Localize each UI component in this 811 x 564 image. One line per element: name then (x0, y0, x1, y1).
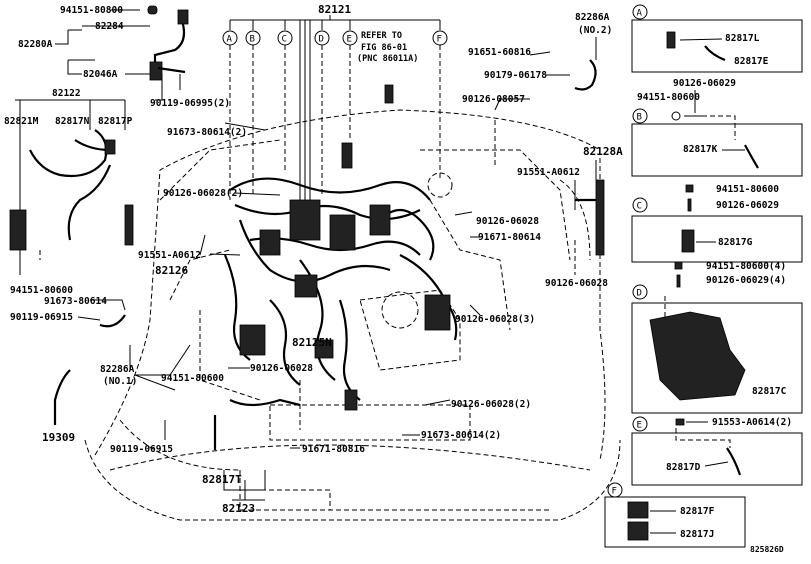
inset-E-letter: E (637, 421, 642, 431)
label-82128A: 82128A (583, 145, 623, 158)
inset-B-p1: 82817K (683, 144, 718, 155)
label-94151-80800: 94151-80800 (60, 5, 123, 16)
left-side-parts (9, 9, 301, 450)
inset-E-top1: 91553-A0614(2) (712, 417, 792, 428)
label-91673-80614-2a: 91673-80614(2) (167, 127, 247, 138)
inset-D-p1: 82817C (752, 386, 787, 397)
inset-C-top2: 90126-06029 (716, 200, 779, 211)
label-90126-06028-2a: 90126-06028(2) (163, 188, 243, 199)
label-82821M: 82821M (4, 116, 39, 127)
engine-bay-outline (84, 109, 621, 521)
callout-circles-main: A B C D E F (222, 30, 448, 46)
callout-B: B (250, 35, 255, 45)
inset-F-letter: F (612, 487, 617, 497)
refer-line-3: (PNC 86011A) (357, 54, 418, 64)
inset-E-p1: 82817D (666, 462, 701, 473)
refer-line-1: REFER TO (361, 31, 402, 41)
label-82817P: 82817P (98, 116, 133, 127)
label-90126-06028-2b: 90126-06028(2) (451, 399, 531, 410)
label-94151-80600-l: 94151-80600 (10, 285, 73, 296)
label-91551-A0612-r: 91551-A0612 (517, 167, 580, 178)
label-91673-80614-l: 91673-80614 (44, 296, 107, 307)
label-91671-80816: 91671-80816 (302, 444, 365, 455)
label-82286A-no2: 82286A (575, 12, 610, 23)
label-82817N: 82817N (55, 116, 90, 127)
main-wire-harness (223, 84, 458, 411)
label-82286A-no1: 82286A (100, 364, 135, 375)
callout-A: A (227, 35, 233, 45)
inset-D-box (631, 302, 803, 414)
callout-D: D (319, 35, 324, 45)
callout-C: C (282, 35, 287, 45)
inset-E-box (631, 432, 803, 486)
callout-F: F (437, 35, 442, 45)
label-82817T: 82817T (202, 473, 242, 486)
inset-C-box (631, 215, 803, 263)
right-labels: 82286A (NO.2) 91651-60816 90179-06178 90… (421, 12, 623, 441)
callout-E: E (347, 35, 352, 45)
leader-lines (15, 9, 597, 501)
label-90126-06028-c: 90126-06028 (250, 363, 313, 374)
inset-D-top1: 94151-80600(4) (706, 261, 786, 272)
diagram-id: 825826D (750, 545, 784, 554)
label-19309: 19309 (42, 431, 75, 444)
label-no2: (NO.2) (578, 25, 612, 36)
inset-A-box (631, 19, 803, 73)
label-90126-06028-3: 90126-06028(3) (455, 314, 535, 325)
callout-labels: 94151-80800 82284 82280A 82046A 90119-06… (4, 3, 418, 515)
label-82280A: 82280A (18, 39, 53, 50)
label-91671-80614: 91671-80614 (478, 232, 541, 243)
label-82123: 82123 (222, 502, 255, 515)
label-90126-06028-r: 90126-06028 (476, 216, 539, 227)
label-91551-A0612-l: 91551-A0612 (138, 250, 201, 261)
inset-B-top1: 90126-06029 (673, 78, 736, 89)
label-90126-06028-rr: 90126-06028 (545, 278, 608, 289)
label-82126: 82126 (155, 264, 188, 277)
label-91651-60816: 91651-60816 (468, 47, 531, 58)
inset-B-box (631, 123, 803, 177)
right-side-parts (574, 59, 605, 256)
inset-D-letter: D (637, 289, 642, 299)
label-94151-80600-c: 94151-80600 (161, 373, 224, 384)
label-no1: (NO.1) (103, 376, 137, 387)
label-82122: 82122 (52, 88, 81, 99)
inset-C-top1: 94151-80600 (716, 184, 779, 195)
inset-A-p1: 82817L (725, 33, 760, 44)
label-90119-06995: 90119-06995(2) (150, 98, 230, 109)
inset-F-p1: 82817F (680, 506, 715, 517)
inset-B-letter: B (637, 113, 642, 123)
refer-line-2: FIG 86-01 (361, 43, 407, 53)
inset-A-p2: 82817E (734, 56, 769, 67)
label-82284: 82284 (95, 21, 124, 32)
label-91673-80614-2b: 91673-80614(2) (421, 430, 501, 441)
label-82046A: 82046A (83, 69, 118, 80)
inset-A-letter: A (637, 9, 643, 19)
label-90179-06178: 90179-06178 (484, 70, 547, 81)
label-90119-06915-b: 90119-06915 (110, 444, 173, 455)
inset-C-p1: 82817G (718, 237, 753, 248)
inset-panels: A 82817L 82817E 90126-06029 94151-80600 … (604, 4, 803, 554)
inset-B-top2: 94151-80600 (637, 92, 700, 103)
label-82121: 82121 (318, 3, 351, 16)
label-90126-08057: 90126-08057 (462, 94, 525, 105)
label-82125N: 82125N (292, 336, 332, 349)
inset-D-top2: 90126-06029(4) (706, 275, 786, 286)
inset-F-box (604, 496, 746, 548)
label-90119-06915-l: 90119-06915 (10, 312, 73, 323)
inset-F-p2: 82817J (680, 529, 714, 540)
inset-C-letter: C (637, 202, 642, 212)
